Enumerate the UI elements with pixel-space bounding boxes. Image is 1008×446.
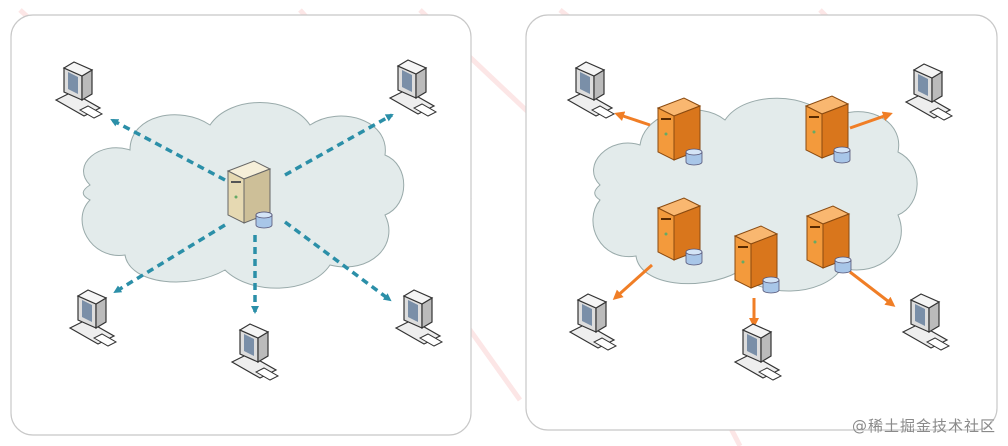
server-icon bbox=[734, 225, 780, 294]
link-arrow bbox=[113, 223, 226, 294]
link-arrow bbox=[110, 118, 226, 182]
centralized-panel bbox=[10, 14, 472, 436]
link-arrow bbox=[849, 111, 893, 130]
source-credit: @稀土掘金技术社区 bbox=[851, 417, 996, 435]
link-arrow bbox=[284, 113, 394, 177]
central-server-icon bbox=[227, 160, 273, 229]
link-arrow bbox=[283, 220, 392, 302]
server-icon bbox=[657, 97, 703, 166]
server-icon bbox=[657, 197, 703, 266]
link-arrow bbox=[614, 111, 651, 127]
link-arrow bbox=[849, 270, 896, 307]
distributed-panel bbox=[525, 14, 998, 431]
link-arrow bbox=[612, 263, 653, 300]
server-icon bbox=[806, 205, 852, 274]
server-icon bbox=[805, 95, 851, 164]
